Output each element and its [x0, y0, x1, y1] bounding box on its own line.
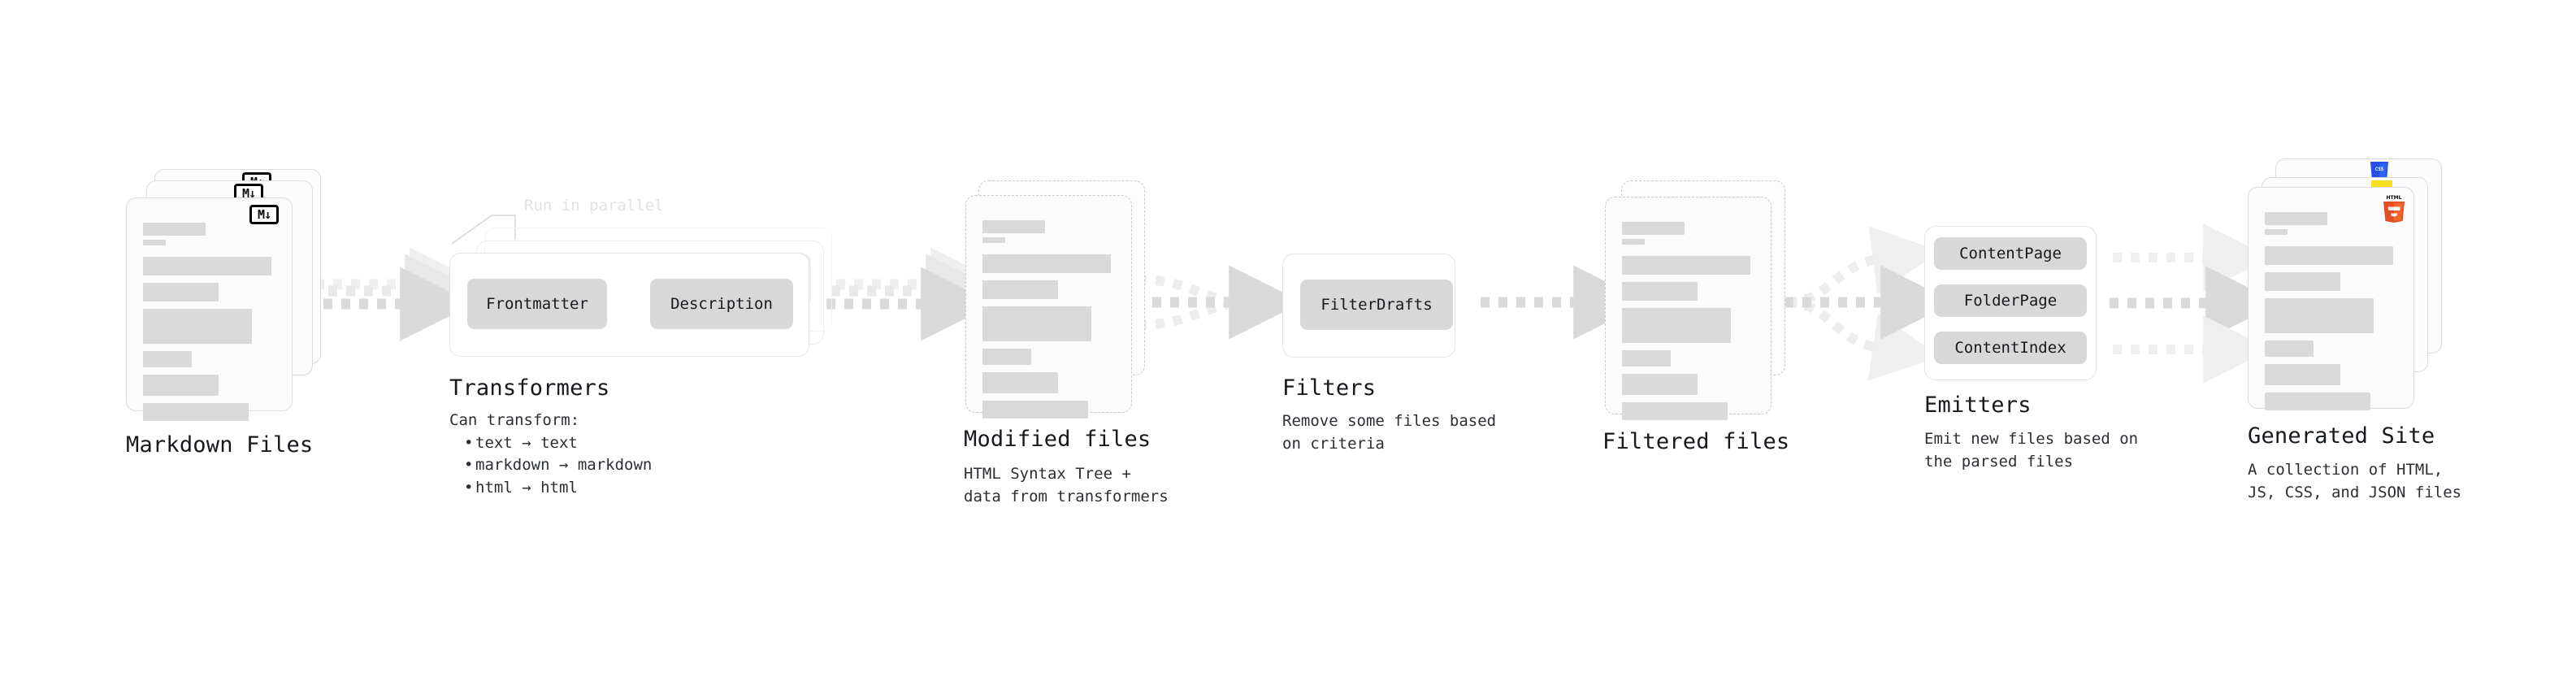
- stage-title-filtered-files: Filtered files: [1602, 429, 1790, 454]
- skeleton-bar: [2265, 393, 2371, 410]
- svg-text:HTML: HTML: [2387, 195, 2402, 201]
- stage-title-modified-files: Modified files: [964, 427, 1151, 452]
- markdown-icon: M↓: [249, 205, 279, 224]
- file-skeleton: [1622, 222, 1754, 420]
- stage-title-filters: Filters: [1282, 375, 1377, 401]
- stage-desc-emitters: Emit new files based on the parsed files: [1924, 430, 2139, 471]
- emitters-chip-folderpage[interactable]: FolderPage: [1934, 284, 2087, 317]
- site-file-card-front: [2248, 187, 2414, 410]
- filtered-file-card-front: [1605, 197, 1772, 420]
- skeleton-bar: [982, 401, 1089, 419]
- skeleton-bar: [982, 306, 1091, 341]
- connector-transformers-to-modified: [826, 247, 1005, 341]
- skeleton-bar: [2265, 340, 2314, 357]
- html5-icon: HTML: [2382, 193, 2406, 223]
- transformers-desc-lead: Can transform:: [449, 411, 580, 429]
- skeleton-bar: [143, 309, 252, 344]
- skeleton-bar: [1622, 239, 1645, 245]
- skeleton-bar: [143, 375, 219, 396]
- stage-title-generated-site: Generated Site: [2248, 423, 2435, 449]
- skeleton-bar: [1622, 282, 1698, 301]
- skeleton-bar: [1622, 374, 1698, 395]
- skeleton-bar: [2265, 246, 2394, 265]
- connector-md-to-transformers: [306, 247, 484, 341]
- modified-file-card-front: [965, 195, 1132, 419]
- list-item: html → html: [464, 477, 709, 500]
- transformer-chip-description[interactable]: Description: [650, 279, 793, 329]
- stage-desc-transformers: Can transform: text → text markdown → ma…: [449, 410, 709, 499]
- run-in-parallel-label: Run in parallel: [524, 197, 664, 215]
- skeleton-bar: [1622, 402, 1728, 420]
- skeleton-bar: [2265, 229, 2288, 235]
- skeleton-bar: [1622, 222, 1685, 235]
- skeleton-bar: [982, 237, 1005, 243]
- svg-text:CSS: CSS: [2375, 167, 2384, 172]
- file-skeleton: [2265, 212, 2397, 410]
- file-skeleton: [982, 220, 1115, 419]
- skeleton-bar: [143, 223, 206, 236]
- skeleton-bar: [982, 372, 1058, 393]
- skeleton-bar: [143, 283, 219, 301]
- emitters-chip-contentindex[interactable]: ContentIndex: [1934, 332, 2087, 364]
- filters-chip-filterdrafts[interactable]: FilterDrafts: [1300, 280, 1453, 330]
- stage-title-emitters: Emitters: [1924, 393, 2032, 418]
- skeleton-bar: [143, 240, 166, 245]
- skeleton-bar: [1622, 308, 1731, 343]
- skeleton-bar: [1622, 350, 1672, 367]
- list-item: markdown → markdown: [464, 454, 709, 477]
- skeleton-bar: [982, 220, 1045, 233]
- skeleton-bar: [2265, 364, 2340, 385]
- skeleton-bar: [143, 351, 193, 367]
- stage-title-transformers: Transformers: [449, 375, 610, 401]
- skeleton-bar: [143, 403, 249, 421]
- stage-desc-generated-site: A collection of HTML, JS, CSS, and JSON …: [2248, 461, 2462, 501]
- emitters-chip-contentpage[interactable]: ContentPage: [1934, 237, 2087, 270]
- skeleton-bar: [2265, 272, 2340, 291]
- list-item: text → text: [464, 432, 709, 455]
- skeleton-bar: [982, 349, 1032, 365]
- transformers-bullet-list: text → text markdown → markdown html → h…: [449, 432, 709, 500]
- skeleton-bar: [143, 257, 272, 275]
- file-skeleton: [143, 223, 275, 421]
- skeleton-bar: [982, 254, 1112, 273]
- skeleton-bar: [982, 280, 1058, 299]
- markdown-file-card-front: [126, 197, 293, 421]
- transformer-chip-frontmatter[interactable]: Frontmatter: [467, 279, 607, 329]
- stage-desc-filters: Remove some files based on criteria: [1282, 412, 1497, 453]
- stage-desc-modified-files: HTML Syntax Tree + data from transformer…: [964, 465, 1169, 505]
- connector-modified-to-filters: [1134, 265, 1303, 340]
- connector-filtered-to-emitters: [1785, 226, 1955, 381]
- connector-emitters-to-site: [2110, 223, 2280, 384]
- skeleton-bar: [2265, 212, 2327, 225]
- skeleton-bar: [2265, 298, 2374, 333]
- skeleton-bar: [1622, 256, 1751, 275]
- stage-title-markdown-files: Markdown Files: [126, 432, 314, 458]
